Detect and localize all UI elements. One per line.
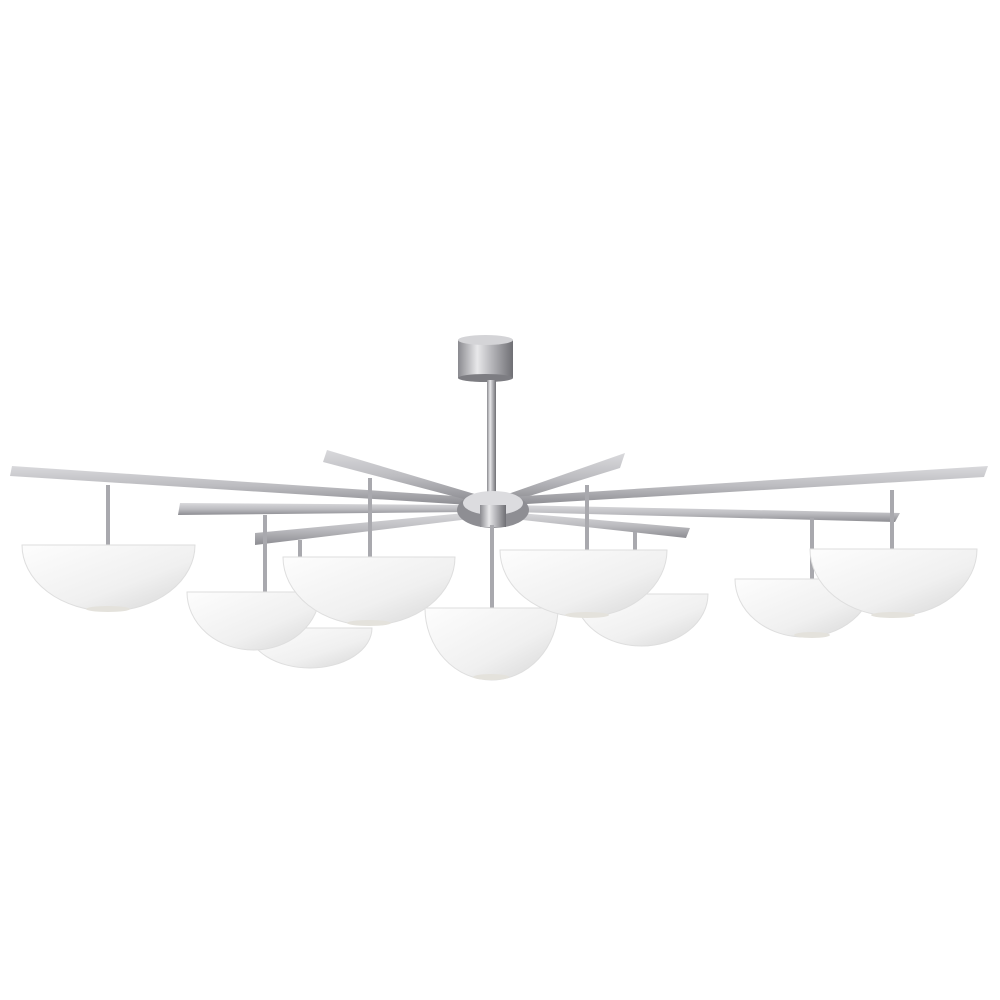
canopy xyxy=(458,335,513,382)
shades xyxy=(21,544,978,681)
arm xyxy=(323,450,478,502)
arm xyxy=(510,505,900,522)
shade xyxy=(186,591,321,651)
arms xyxy=(10,450,988,545)
shade xyxy=(424,607,559,681)
arm xyxy=(178,503,470,515)
shade-glow xyxy=(86,606,915,680)
arm xyxy=(255,512,478,545)
arm xyxy=(505,453,625,502)
arm xyxy=(505,512,690,538)
arm xyxy=(510,466,988,505)
hub xyxy=(457,491,529,528)
arm xyxy=(10,466,470,505)
shade xyxy=(21,544,196,612)
stem xyxy=(487,380,496,495)
